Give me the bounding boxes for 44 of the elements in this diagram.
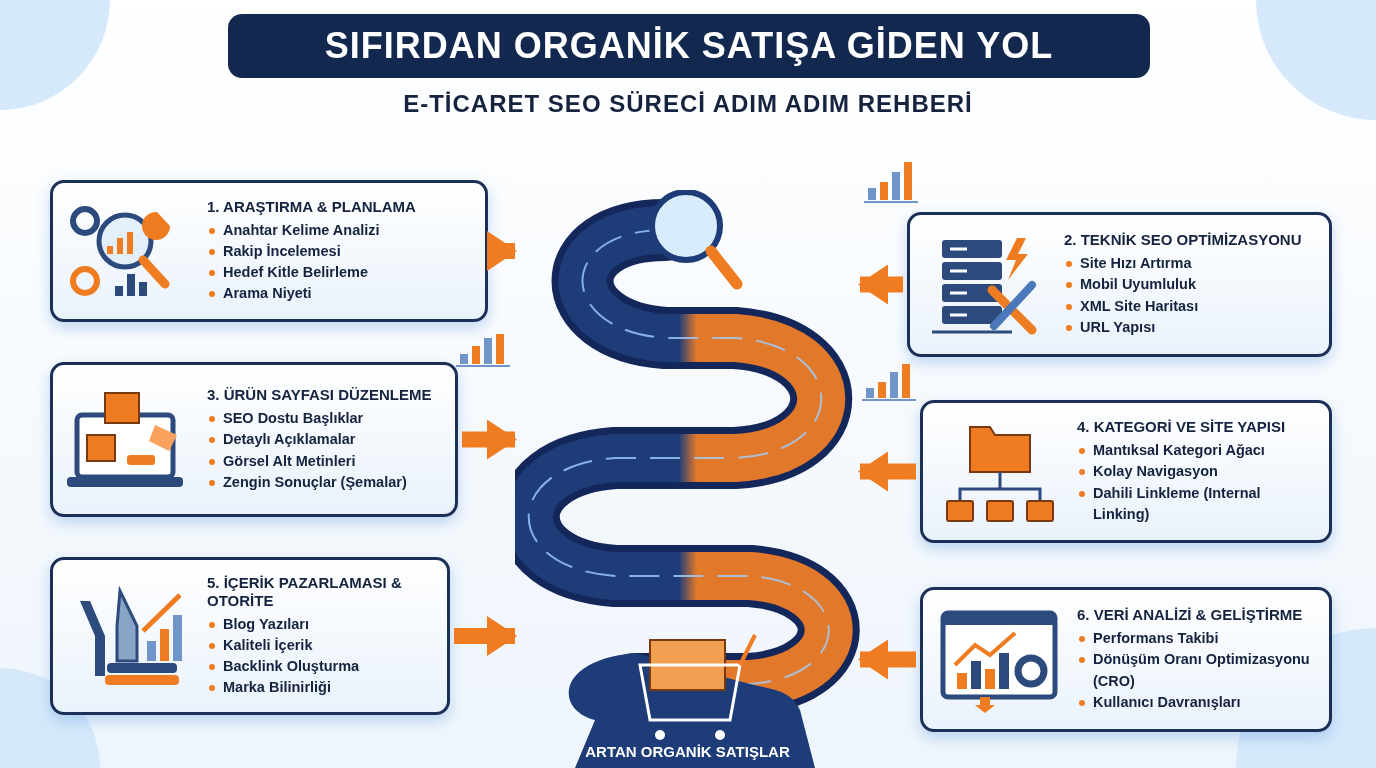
arrow — [454, 616, 517, 656]
arrow — [462, 419, 517, 460]
step-card — [920, 400, 1332, 543]
bullet-item: Zengin Sonuçlar (Şemalar) — [207, 471, 443, 493]
step-heading: 4. KATEGORİ VE SİTE YAPISI — [1077, 418, 1287, 437]
bullet-item: URL Yapısı — [1064, 316, 1317, 338]
step-heading: 6. VERİ ANALİZİ & GELİŞTİRME — [1077, 606, 1304, 625]
step-heading: 2. TEKNİK SEO OPTİMİZASYONU — [1064, 231, 1303, 250]
bullet-item: Performans Takibi — [1077, 628, 1317, 650]
bullet-item: Kullanıcı Davranışları — [1077, 691, 1317, 713]
step-heading: 5. İÇERİK PAZARLAMASI & OTORİTE — [207, 573, 403, 610]
bullet-item: Marka Bilinirliği — [207, 677, 435, 699]
bullet-item: Dönüşüm Oranı Optimizasyonu (CRO) — [1077, 649, 1317, 692]
road-label: ARTAN ORGANİK SATIŞLAR — [584, 743, 791, 760]
bullet-item: Dahili Linkleme (Internal Linking) — [1077, 482, 1317, 525]
step-card — [50, 362, 458, 517]
arrow — [858, 264, 903, 305]
bullet-item: SEO Dostu Başlıklar — [207, 408, 443, 430]
bullet-item: XML Site Haritası — [1064, 295, 1317, 317]
bullet-item: Kaliteli İçerik — [207, 635, 435, 656]
bullet-item: Mobil Uyumluluk — [1064, 274, 1317, 296]
bullet-item: Detaylı Açıklamalar — [207, 429, 443, 451]
bullet-item: Backlink Oluşturma — [207, 656, 435, 677]
step-heading: 1. ARAŞTIRMA & PLANLAMA — [207, 197, 417, 216]
bullet-item: Görsel Alt Metinleri — [207, 450, 443, 472]
step-card — [50, 180, 488, 322]
step-heading: 3. ÜRÜN SAYFASI DÜZENLEME — [207, 386, 433, 405]
bullet-item: Hedef Kitle Belirleme — [207, 262, 473, 283]
arrow — [858, 639, 916, 680]
arrow — [487, 231, 517, 271]
arrow — [858, 451, 916, 492]
step-card — [920, 587, 1332, 732]
bullet-item: Site Hızı Artırma — [1064, 253, 1317, 275]
bullet-item: Mantıksal Kategori Ağacı — [1077, 440, 1317, 462]
title-banner: SIFIRDAN ORGANİK SATIŞA GİDEN YOL — [228, 14, 1150, 78]
step-card — [907, 212, 1332, 357]
bullet-item: Rakip İncelemesi — [207, 241, 473, 262]
bullet-item: Blog Yazıları — [207, 613, 435, 635]
bullet-item: Kolay Navigasyon — [1077, 461, 1317, 483]
subtitle: E-TİCARET SEO SÜRECİ ADIM ADIM REHBERİ — [402, 90, 974, 118]
step-card — [50, 557, 450, 715]
bullet-item: Anahtar Kelime Analizi — [207, 219, 473, 241]
winding-road-drawing — [515, 190, 860, 768]
bullet-item: Arama Niyeti — [207, 283, 473, 305]
